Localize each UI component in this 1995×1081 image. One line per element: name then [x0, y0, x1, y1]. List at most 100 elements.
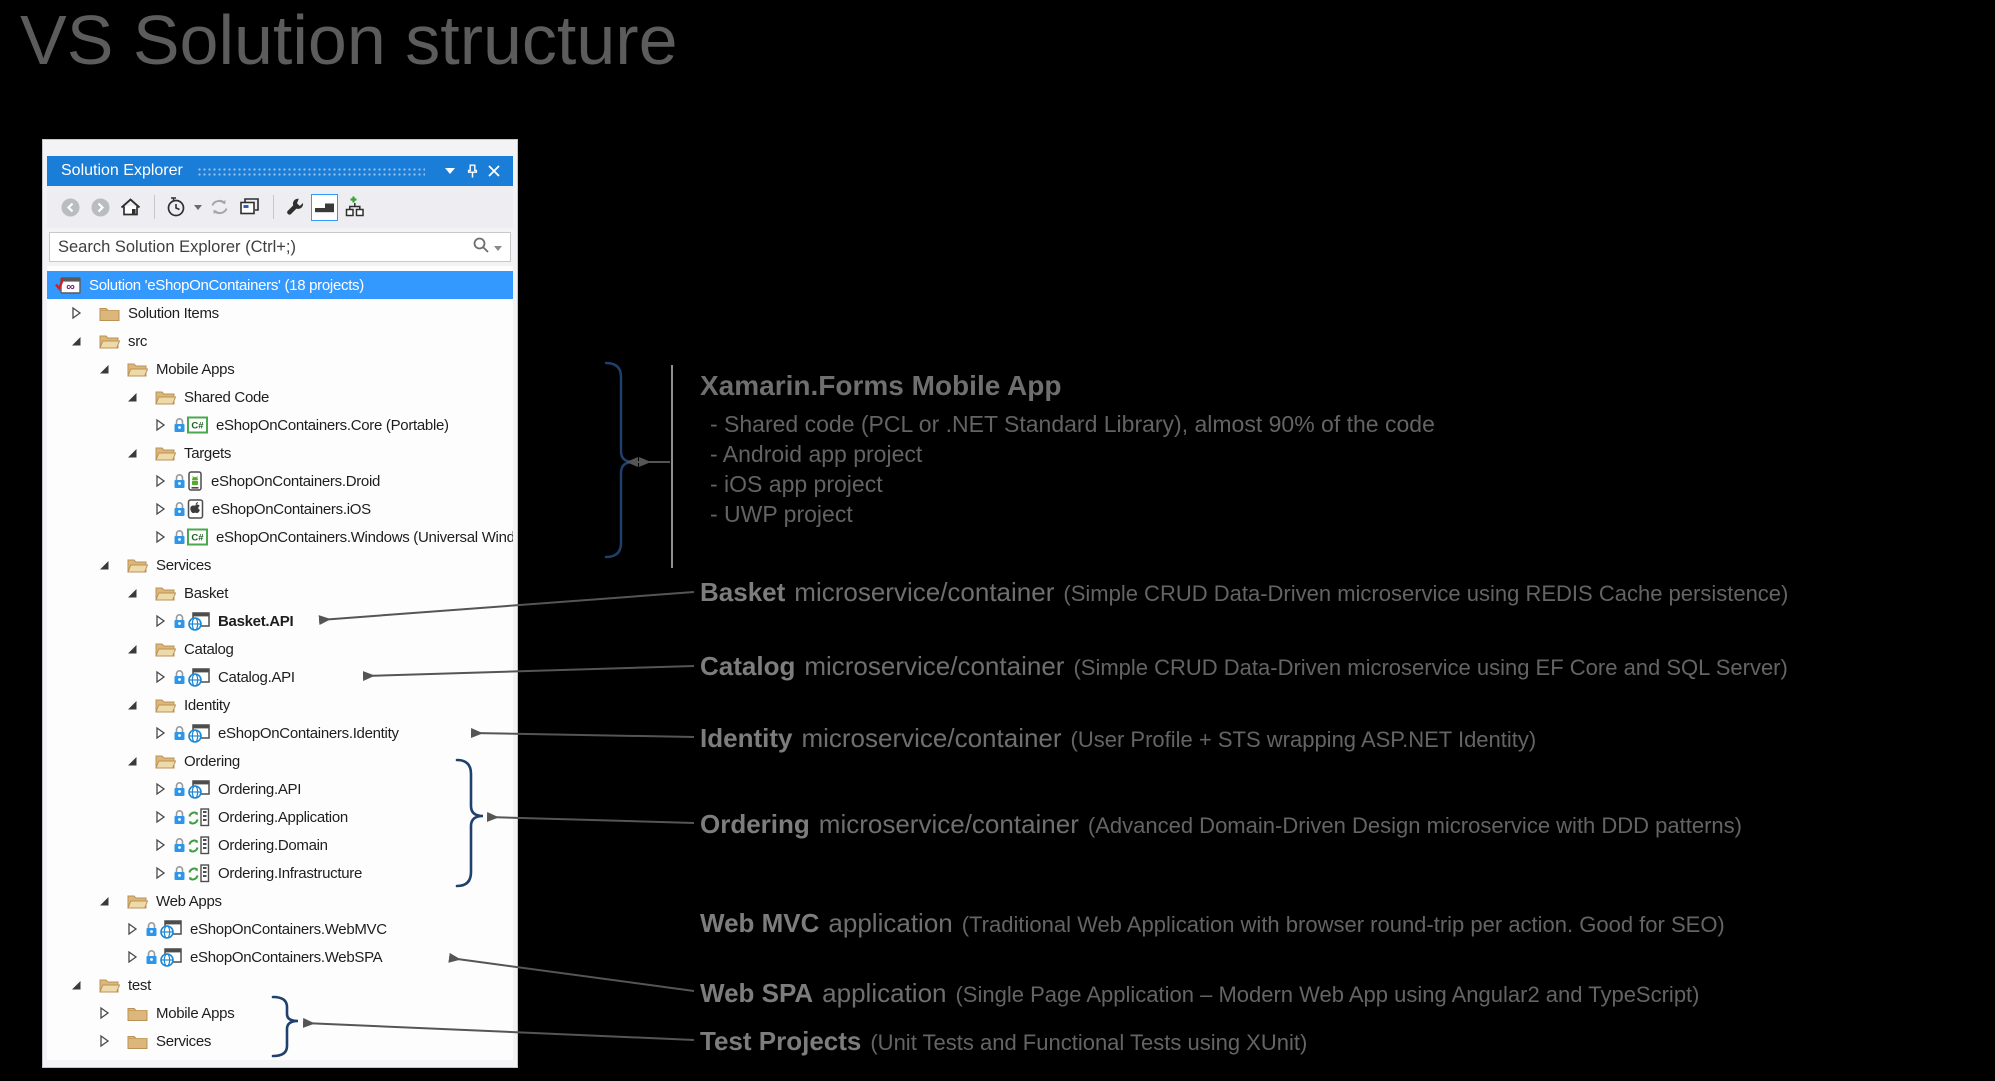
tree-item-services[interactable]: Services [47, 1027, 513, 1055]
chevron-expanded-icon[interactable] [125, 754, 139, 768]
tree-item-label: Identity [184, 696, 230, 714]
tree-item-identity[interactable]: Identity [47, 691, 513, 719]
back-button[interactable] [57, 194, 84, 221]
tree-item-label: Ordering.Infrastructure [218, 864, 362, 882]
solution-icon: ∞ [55, 275, 81, 296]
tree-item-services[interactable]: Services [47, 551, 513, 579]
tree-item-eshoponcontainers-windows-universal-windows[interactable]: C#eShopOnContainers.Windows (Universal W… [47, 523, 513, 551]
tree-item-label: eShopOnContainers.Windows (Universal Win… [216, 528, 513, 546]
chevron-collapsed-icon[interactable] [153, 530, 167, 544]
classlib-icon [187, 807, 210, 827]
mobile-apps-brace [604, 361, 634, 559]
annotation-normal-label: application [822, 978, 947, 1008]
tree-item-catalog[interactable]: Catalog [47, 635, 513, 663]
chevron-collapsed-icon[interactable] [153, 810, 167, 824]
tree-item-basket[interactable]: Basket [47, 579, 513, 607]
chevron-expanded-icon[interactable] [97, 362, 111, 376]
chevron-expanded-icon[interactable] [97, 558, 111, 572]
forward-button[interactable] [87, 194, 114, 221]
chevron-collapsed-icon[interactable] [125, 950, 139, 964]
tree-item-mobile-apps[interactable]: Mobile Apps [47, 999, 513, 1027]
web-icon [159, 947, 182, 967]
collapse-all-button[interactable] [236, 194, 263, 221]
chevron-collapsed-icon[interactable] [153, 418, 167, 432]
tree-item-basket-api[interactable]: Basket.API [47, 607, 513, 635]
tree-item-label: Mobile Apps [156, 1004, 235, 1022]
chevron-expanded-icon[interactable] [125, 642, 139, 656]
history-caret-icon[interactable] [192, 204, 204, 210]
chevron-collapsed-icon[interactable] [97, 1034, 111, 1048]
close-icon[interactable] [483, 160, 505, 182]
home-button[interactable] [117, 194, 144, 221]
folder-open-icon [155, 641, 176, 658]
chevron-collapsed-icon[interactable] [153, 866, 167, 880]
tree-item-ordering-application[interactable]: Ordering.Application [47, 803, 513, 831]
tree-item-eshoponcontainers-ios[interactable]: eShopOnContainers.iOS [47, 495, 513, 523]
tree-item-eshoponcontainers-core-portable[interactable]: C#eShopOnContainers.Core (Portable) [47, 411, 513, 439]
folder-open-icon [155, 389, 176, 406]
tree-item-solution-eshoponcontainers-18-projects[interactable]: ∞Solution 'eShopOnContainers' (18 projec… [47, 271, 513, 299]
classlib-icon [187, 835, 210, 855]
tree-item-eshoponcontainers-webspa[interactable]: eShopOnContainers.WebSPA [47, 943, 513, 971]
tree-item-ordering-domain[interactable]: Ordering.Domain [47, 831, 513, 859]
chevron-collapsed-icon[interactable] [153, 726, 167, 740]
ordering-arrow [486, 811, 695, 824]
lock-icon [145, 949, 158, 965]
new-diagram-button[interactable] [341, 194, 368, 221]
history-button[interactable] [162, 194, 189, 221]
chevron-expanded-icon[interactable] [125, 446, 139, 460]
tree-item-catalog-api[interactable]: Catalog.API [47, 663, 513, 691]
chevron-collapsed-icon[interactable] [153, 502, 167, 516]
tree-item-label: Ordering.API [218, 780, 302, 798]
lock-icon [173, 781, 186, 797]
chevron-collapsed-icon[interactable] [97, 1006, 111, 1020]
search-input[interactable]: Search Solution Explorer (Ctrl+;) [49, 232, 511, 262]
search-caret-icon[interactable] [494, 238, 502, 256]
tree-item-ordering-api[interactable]: Ordering.API [47, 775, 513, 803]
titlebar-drag-texture [196, 166, 425, 176]
annotation-bold-label: Identity [700, 723, 793, 753]
tree-item-eshoponcontainers-droid[interactable]: eShopOnContainers.Droid [47, 467, 513, 495]
chevron-expanded-icon[interactable] [125, 390, 139, 404]
chevron-collapsed-icon[interactable] [153, 474, 167, 488]
tree-item-src[interactable]: src [47, 327, 513, 355]
properties-wrench-button[interactable] [281, 194, 308, 221]
tree-item-ordering[interactable]: Ordering [47, 747, 513, 775]
tree-item-test[interactable]: test [47, 971, 513, 999]
tree-item-eshoponcontainers-identity[interactable]: eShopOnContainers.Identity [47, 719, 513, 747]
tree-item-web-apps[interactable]: Web Apps [47, 887, 513, 915]
chevron-collapsed-icon[interactable] [153, 614, 167, 628]
chevron-collapsed-icon[interactable] [125, 922, 139, 936]
tree-item-mobile-apps[interactable]: Mobile Apps [47, 355, 513, 383]
solution-explorer-titlebar[interactable]: Solution Explorer [47, 156, 513, 186]
tree-item-shared-code[interactable]: Shared Code [47, 383, 513, 411]
chevron-expanded-icon[interactable] [69, 978, 83, 992]
tree-item-targets[interactable]: Targets [47, 439, 513, 467]
search-icon[interactable] [472, 236, 490, 259]
tree-item-eshoponcontainers-webmvc[interactable]: eShopOnContainers.WebMVC [47, 915, 513, 943]
lock-icon [173, 473, 186, 489]
chevron-collapsed-icon[interactable] [153, 782, 167, 796]
annotation-bold-label: Web MVC [700, 908, 820, 938]
chevron-expanded-icon[interactable] [97, 894, 111, 908]
pin-icon[interactable] [461, 160, 483, 182]
chevron-collapsed-icon[interactable] [153, 670, 167, 684]
annotation-paren-label: (Traditional Web Application with browse… [961, 912, 1725, 937]
folder-open-icon [155, 697, 176, 714]
chevron-expanded-icon[interactable] [69, 334, 83, 348]
annotation-mobile-line: - Shared code (PCL or .NET Standard Libr… [710, 411, 1435, 437]
window-position-caret-icon[interactable] [439, 160, 461, 182]
tree-item-solution-items[interactable]: Solution Items [47, 299, 513, 327]
preview-selected-items-button[interactable] [311, 193, 338, 221]
sync-button[interactable] [206, 194, 233, 221]
tree-item-label: Services [156, 556, 212, 574]
classlib-icon [187, 863, 210, 883]
chevron-expanded-icon[interactable] [125, 586, 139, 600]
web-icon [159, 919, 182, 939]
chevron-collapsed-icon[interactable] [153, 838, 167, 852]
chevron-expanded-icon[interactable] [125, 698, 139, 712]
chevron-collapsed-icon[interactable] [69, 306, 83, 320]
tree-item-ordering-infrastructure[interactable]: Ordering.Infrastructure [47, 859, 513, 887]
